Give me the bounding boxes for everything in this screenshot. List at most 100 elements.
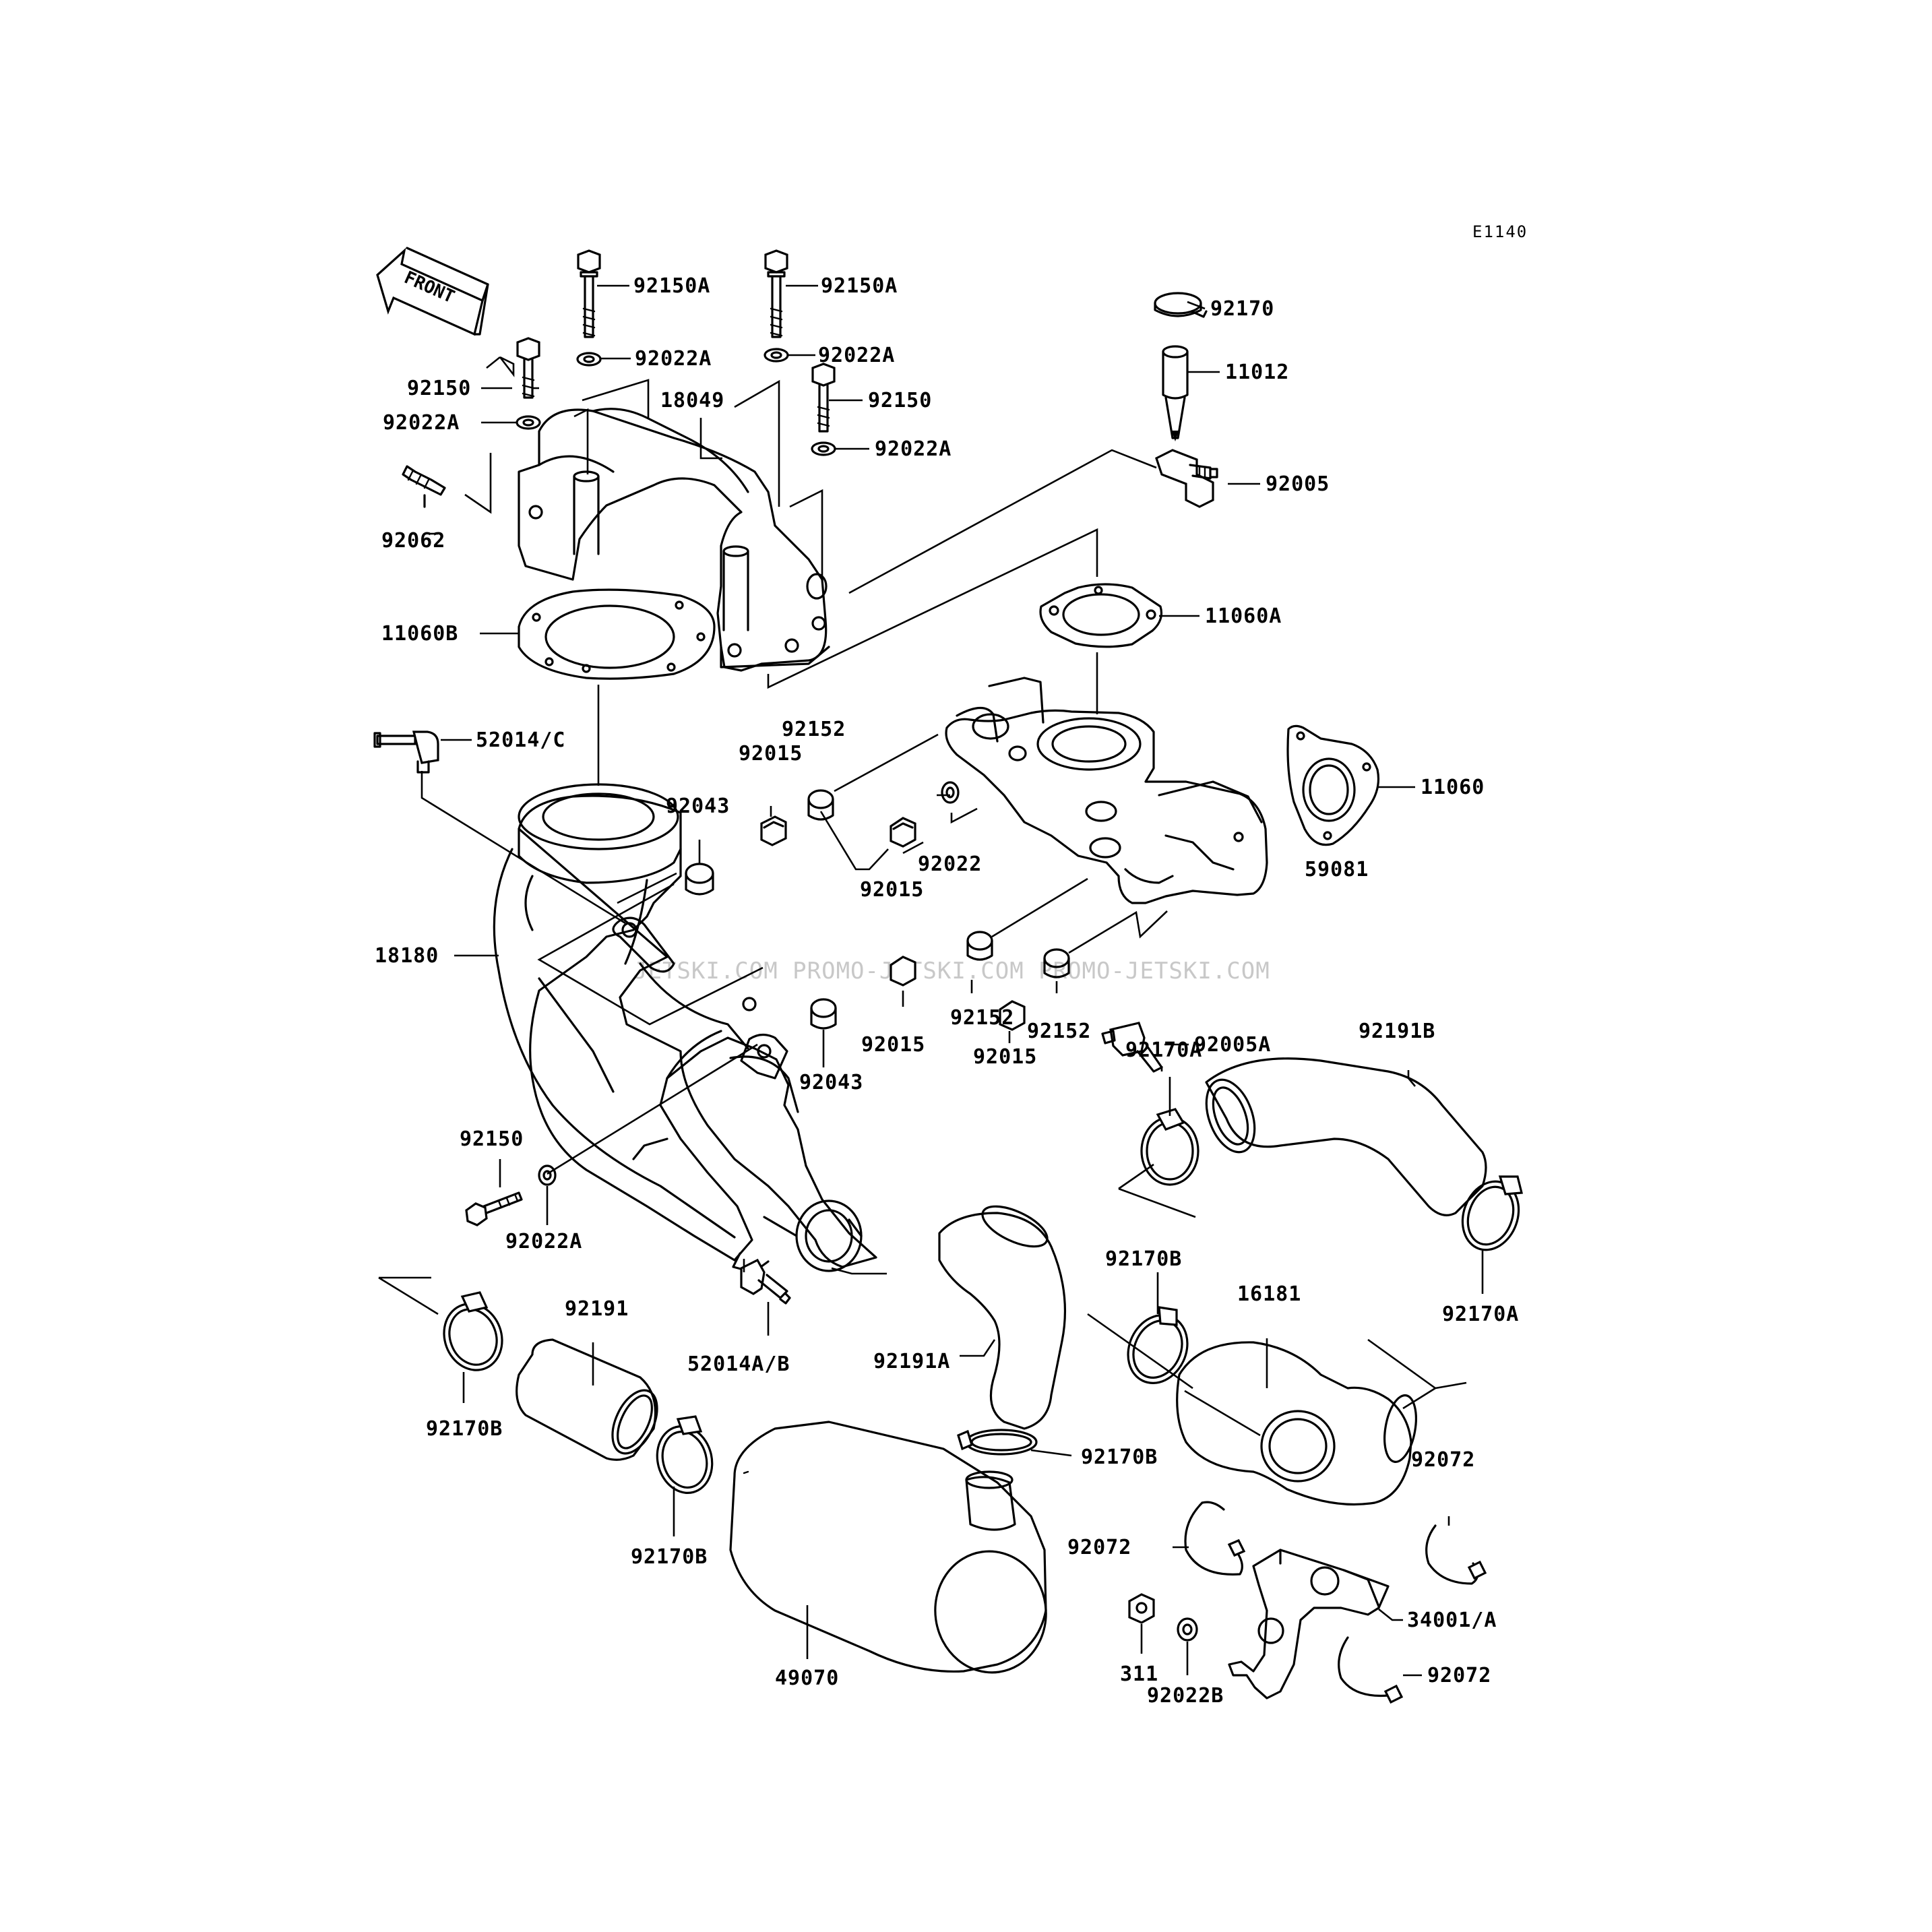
bolt-92150-right — [811, 363, 836, 433]
label-92150A-right: 92150A — [821, 274, 898, 298]
label-52014C: 52014/C — [476, 728, 565, 752]
label-92043-lower: 92043 — [799, 1071, 863, 1094]
gasket-11060 — [1286, 724, 1380, 846]
nut-92015-upper-left — [760, 815, 787, 846]
fitting-92005A — [1101, 1022, 1163, 1073]
muffler-joint-16181 — [1176, 1341, 1417, 1506]
nut-311 — [1128, 1593, 1155, 1624]
label-92022A-left-2: 92022A — [383, 411, 460, 435]
label-92022A-right-2: 92022A — [875, 437, 952, 461]
label-92170B-muffler: 92170B — [1081, 1445, 1158, 1469]
hose-92191 — [516, 1338, 658, 1461]
exhaust-pipe-59081 — [945, 677, 1268, 904]
collar-92043-upper — [685, 863, 714, 896]
bracket-34001A — [1228, 1549, 1390, 1700]
label-92015-lower-left: 92015 — [861, 1033, 925, 1057]
washer-92022A-right — [764, 348, 789, 363]
strap-92072-right — [1425, 1524, 1487, 1585]
clamp-92170 — [1154, 292, 1208, 318]
label-92015-upper-mid: 92015 — [860, 878, 924, 902]
label-11060: 11060 — [1421, 776, 1485, 799]
bolt-92150-left — [516, 337, 540, 399]
label-92022A-right: 92022A — [818, 344, 895, 367]
clamp-92170B-muffler — [957, 1429, 1038, 1456]
expansion-chamber-18180 — [493, 783, 877, 1274]
watermark: JETSKI.COM PROMO-JETSKI.COM PROMO-JETSKI… — [633, 958, 1270, 985]
washer-92022A-lower — [538, 1164, 557, 1186]
label-49070: 49070 — [775, 1666, 839, 1690]
clamp-92170B-right — [1127, 1306, 1189, 1384]
label-92072-lower: 92072 — [1427, 1664, 1491, 1687]
label-92022B: 92022B — [1147, 1684, 1224, 1708]
leader-lines — [378, 284, 1484, 1677]
clamp-92170B-left — [443, 1291, 503, 1371]
diagram-code: E1140 — [1472, 222, 1528, 241]
muffler-49070 — [729, 1421, 1047, 1674]
spacer-92152-lower-right — [1043, 948, 1070, 978]
label-11060B: 11060B — [381, 622, 458, 646]
label-18049: 18049 — [660, 389, 724, 412]
label-92170B-left: 92170B — [426, 1417, 503, 1441]
label-92150-right: 92150 — [868, 389, 932, 412]
label-92191: 92191 — [565, 1297, 629, 1321]
collar-92043-lower — [810, 998, 837, 1030]
label-34001A: 34001/A — [1407, 1609, 1497, 1632]
exhaust-manifold-18049 — [518, 408, 830, 672]
label-92005A: 92005A — [1194, 1033, 1271, 1057]
bolt-92150A-right — [764, 249, 788, 338]
label-92170: 92170 — [1210, 297, 1274, 321]
label-92005: 92005 — [1266, 472, 1330, 496]
label-92152-upper: 92152 — [782, 718, 846, 741]
washer-92022-mid — [941, 781, 960, 804]
label-92043-upper: 92043 — [666, 794, 730, 818]
label-311: 311 — [1120, 1662, 1158, 1686]
label-92191A: 92191A — [873, 1350, 950, 1373]
cap-11012 — [1162, 345, 1189, 442]
label-92170B-mid: 92170B — [631, 1545, 708, 1569]
label-92191B: 92191B — [1359, 1020, 1435, 1043]
strap-92072-left — [1184, 1501, 1246, 1576]
spacer-92152-upper — [807, 789, 834, 821]
label-92015-lower-right: 92015 — [973, 1045, 1037, 1069]
nut-92015-lower-right — [999, 1000, 1026, 1031]
label-92170B-right: 92170B — [1105, 1247, 1182, 1271]
label-92015-upper-left: 92015 — [739, 742, 803, 766]
label-92150-lower: 92150 — [460, 1127, 524, 1151]
label-92072-left: 92072 — [1067, 1536, 1131, 1559]
hose-92191B — [1205, 1057, 1487, 1216]
front-arrow: FRONT — [376, 247, 489, 336]
part-labels: 92150A 92150A 92022A 92022A 92150 92150 … — [375, 274, 1519, 1708]
label-52014AB: 52014A/B — [687, 1352, 790, 1376]
label-18180: 18180 — [375, 944, 439, 968]
label-16181: 16181 — [1237, 1282, 1301, 1306]
gasket-11060B — [518, 588, 716, 680]
clamp-92170A-lower — [1461, 1175, 1524, 1251]
washer-92022B — [1177, 1617, 1198, 1642]
label-59081: 59081 — [1305, 858, 1369, 881]
clamp-92170B-mid — [656, 1415, 714, 1494]
bolt-92150-lower — [465, 1191, 523, 1226]
gasket-11060A — [1039, 583, 1163, 648]
washer-92022A-right-2 — [811, 441, 836, 456]
fitting-52014AB — [740, 1258, 791, 1305]
label-92152-lower-left: 92152 — [950, 1006, 1014, 1030]
strap-92072-lower — [1338, 1636, 1404, 1704]
label-92022A-left: 92022A — [635, 347, 712, 371]
label-92022A-lower: 92022A — [505, 1230, 582, 1253]
clamp-92170A-upper — [1140, 1108, 1199, 1186]
nut-92015-upper-mid — [890, 817, 916, 848]
label-92170A-lower: 92170A — [1442, 1303, 1519, 1326]
label-11012: 11012 — [1225, 361, 1289, 384]
washer-92022A-left-2 — [516, 415, 541, 430]
fitting-92005 — [1155, 449, 1218, 508]
nut-92015-lower-left — [890, 956, 916, 987]
stud-92062 — [402, 465, 446, 508]
label-11060A: 11060A — [1205, 604, 1282, 628]
elbow-fitting-52014C — [373, 730, 439, 774]
label-92072-right: 92072 — [1411, 1448, 1475, 1472]
label-92152-lower-right: 92152 — [1027, 1020, 1091, 1043]
label-92170A-upper: 92170A — [1125, 1038, 1202, 1062]
label-92062: 92062 — [381, 529, 445, 553]
washer-92022A-left — [576, 352, 602, 367]
